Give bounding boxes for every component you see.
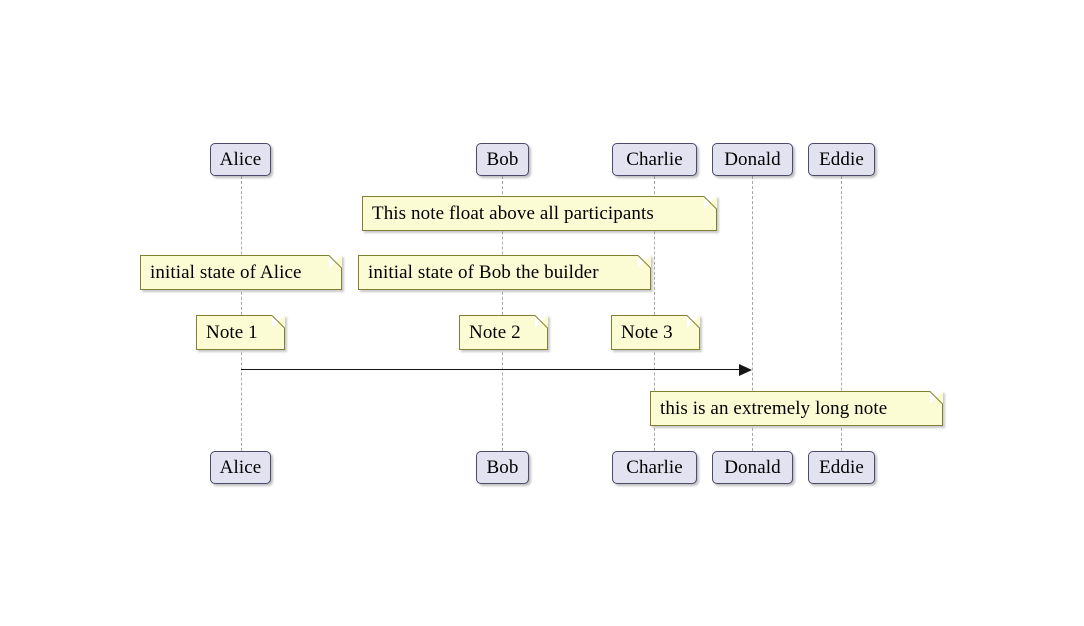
participant-label: Charlie — [626, 457, 683, 478]
note-initial-bob[interactable]: initial state of Bob the builder — [358, 255, 651, 290]
note-fold-edge-icon — [534, 315, 548, 329]
participant-alice-top[interactable]: Alice — [210, 143, 271, 176]
note-fold-edge-icon — [929, 391, 943, 405]
note-fold-edge-icon — [328, 255, 342, 269]
note-fold-edge-icon — [637, 255, 651, 269]
participant-label: Alice — [219, 457, 262, 478]
participant-donald-top[interactable]: Donald — [712, 143, 793, 176]
participant-bob-top[interactable]: Bob — [476, 143, 529, 176]
participant-charlie-bottom[interactable]: Charlie — [612, 451, 697, 484]
participant-alice-bottom[interactable]: Alice — [210, 451, 271, 484]
lifeline-bob — [502, 176, 503, 451]
note-text: this is an extremely long note — [660, 397, 888, 419]
note-text: Note 2 — [469, 321, 521, 343]
participant-charlie-top[interactable]: Charlie — [612, 143, 697, 176]
note-text: Note 1 — [206, 321, 258, 343]
lifeline-charlie — [654, 176, 655, 451]
participant-label: Eddie — [819, 149, 864, 170]
participant-label: Donald — [724, 149, 781, 170]
message-alice-to-donald-arrowhead-icon — [739, 364, 752, 376]
note-3[interactable]: Note 3 — [611, 315, 700, 350]
lifeline-eddie — [841, 176, 842, 451]
note-fold-edge-icon — [686, 315, 700, 329]
note-text: initial state of Alice — [150, 261, 302, 283]
note-text: Note 3 — [621, 321, 673, 343]
message-alice-to-donald-line[interactable] — [241, 369, 740, 370]
participant-label: Alice — [219, 149, 262, 170]
note-text: initial state of Bob the builder — [368, 261, 599, 283]
participant-label: Bob — [486, 457, 519, 478]
note-initial-alice[interactable]: initial state of Alice — [140, 255, 342, 290]
note-long[interactable]: this is an extremely long note — [650, 391, 943, 426]
participant-bob-bottom[interactable]: Bob — [476, 451, 529, 484]
note-2[interactable]: Note 2 — [459, 315, 548, 350]
participant-label: Charlie — [626, 149, 683, 170]
lifeline-alice — [241, 176, 242, 451]
note-float-above[interactable]: This note float above all participants — [362, 196, 717, 231]
participant-label: Bob — [486, 149, 519, 170]
note-1[interactable]: Note 1 — [196, 315, 285, 350]
participant-eddie-top[interactable]: Eddie — [808, 143, 875, 176]
note-text: This note float above all participants — [372, 202, 654, 224]
participant-donald-bottom[interactable]: Donald — [712, 451, 793, 484]
participant-label: Donald — [724, 457, 781, 478]
participant-label: Eddie — [819, 457, 864, 478]
note-fold-edge-icon — [703, 196, 717, 210]
note-fold-edge-icon — [271, 315, 285, 329]
participant-eddie-bottom[interactable]: Eddie — [808, 451, 875, 484]
lifeline-donald — [752, 176, 753, 451]
